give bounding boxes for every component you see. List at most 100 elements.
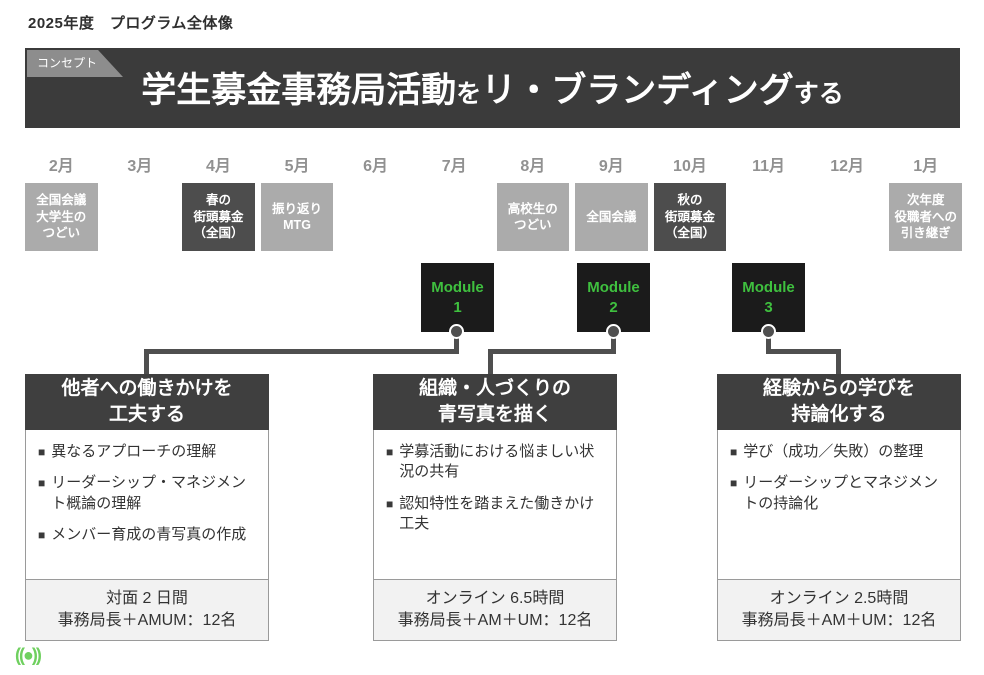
month-label-feb: 2月	[48, 158, 74, 175]
card-2-title: 組織・人づくりの 青写真を描く	[373, 374, 617, 430]
card-3-footer: オンライン 2.5時間 事務局長＋AM＋UM：12名	[717, 579, 961, 641]
event-line: 全国会議	[586, 209, 637, 224]
event-highschool-gathering: 高校生の つどい	[496, 183, 570, 251]
card-1-title-line: 工夫する	[108, 404, 185, 425]
card-2-body: ■ 学募活動における悩ましい状況の共有 ■ 認知特性を踏まえた働きかけ工夫	[373, 430, 617, 579]
event-review-mtg: 振り返り MTG	[260, 183, 334, 251]
card-1-footer: 対面 2 日間 事務局長＋AMUM：12名	[25, 579, 269, 641]
month-label-jan: 1月	[913, 158, 939, 175]
module-3-label: Module	[742, 279, 795, 296]
connector-module-2	[488, 349, 493, 375]
bullet-item: ■リーダーシップとマネジメントの持論化	[730, 473, 950, 514]
event-national-meeting-univ: 全国会議 大学生の つどい	[25, 183, 98, 251]
event-line: 街頭募金	[664, 209, 715, 224]
event-line: つどい	[42, 226, 81, 241]
event-line: 役職者への	[894, 209, 957, 224]
month-label-apr: 4月	[206, 158, 231, 175]
card-3-title-line: 持論化する	[791, 404, 887, 425]
module-1-box: Module 1	[421, 263, 494, 332]
square-bullet-icon: ■	[38, 445, 46, 459]
bullet-text: 認知特性を踏まえた働きかけ工夫	[399, 494, 595, 532]
event-autumn-street-fundraising: 秋の 街頭募金 （全国）	[653, 183, 727, 251]
square-bullet-icon: ■	[38, 527, 46, 542]
bullet-text: メンバー育成の青写真の作成	[51, 525, 247, 543]
square-bullet-icon: ■	[386, 496, 394, 511]
event-national-meeting: 全国会議	[575, 183, 648, 251]
module-1-label: Module	[431, 279, 484, 296]
card-3-footer-line: 事務局長＋AM＋UM：12名	[741, 612, 937, 629]
bullet-text: リーダーシップ・マネジメント概論の理解	[51, 474, 246, 512]
module-1-number: 1	[453, 298, 462, 316]
event-line: 引き継ぎ	[900, 226, 951, 241]
month-label-may: 5月	[284, 158, 310, 175]
event-line: 大学生の	[36, 209, 87, 224]
bullet-item: ■ 学募活動における悩ましい状況の共有	[386, 442, 606, 483]
page-title: 2025年度 プログラム全体像	[28, 15, 234, 32]
connector-module-1	[454, 332, 459, 352]
card-3-title-line: 経験からの学びを	[762, 378, 915, 400]
module-3-number: 3	[764, 298, 773, 316]
concept-banner: コンセプト 学生募金事務局活動をリ・ブランディングする	[25, 48, 960, 128]
event-spring-street-fundraising: 春の 街頭募金 （全国）	[182, 183, 255, 251]
event-line: 高校生の	[507, 201, 558, 216]
event-line: つどい	[514, 218, 552, 232]
card-2-title-line: 青写真を描く	[437, 404, 552, 425]
event-line: 街頭募金	[193, 209, 244, 224]
bullet-item: ■ 認知特性を踏まえた働きかけ工夫	[386, 494, 606, 535]
card-2-footer-line: 事務局長＋AM＋UM：12名	[397, 612, 593, 629]
month-label-nov: 11月	[752, 158, 785, 175]
timeline-month-row: 2月 3月 4月 5月 6月 7月 8月 9月 10月 11月 12月 1月	[25, 152, 962, 176]
banner-title-particle-1: を	[456, 79, 482, 108]
connector-module-3	[766, 349, 841, 354]
card-3-title: 経験からの学びを 持論化する	[717, 374, 961, 430]
event-handover-next-year: 次年度 役職者への 引き継ぎ	[889, 183, 962, 251]
event-line: 春の	[205, 193, 231, 208]
connector-module-2	[488, 349, 616, 354]
card-2-title-line: 組織・人づくりの	[418, 378, 571, 400]
connector-dot-icon	[606, 324, 621, 339]
card-3-footer-line: オンライン 2.5時間	[769, 589, 909, 607]
event-line: 振り返り	[272, 201, 323, 216]
banner-title: 学生募金事務局活動をリ・ブランディングする	[141, 69, 844, 108]
bullet-item: ■リーダーシップ・マネジメント概論の理解	[38, 473, 258, 514]
card-1-title: 他者への働きかけを 工夫する	[25, 374, 269, 430]
event-line: 全国会議	[36, 193, 87, 208]
bullet-item: ■ メンバー育成の青写真の作成	[38, 525, 258, 545]
bullet-item: ■ 学び（成功／失敗）の整理	[730, 442, 950, 462]
connector-dot-icon	[761, 324, 776, 339]
bullet-text: 学び（成功／失敗）の整理	[743, 443, 924, 460]
organization-logo-icon: ((●))	[15, 645, 42, 665]
module-2-label: Module	[587, 279, 640, 296]
connector-module-1	[144, 349, 459, 354]
timeline-event-row: 全国会議 大学生の つどい 春の 街頭募金 （全国） 振り返り MTG 高校生の…	[25, 183, 962, 251]
month-label-mar: 3月	[127, 158, 153, 175]
square-bullet-icon: ■	[730, 445, 738, 459]
month-label-jun: 6月	[363, 158, 389, 175]
square-bullet-icon: ■	[730, 476, 738, 491]
square-bullet-icon: ■	[386, 445, 394, 459]
bullet-text: 学募活動における悩ましい状況の共有	[399, 443, 595, 481]
month-label-sep: 9月	[598, 158, 624, 175]
connector-dot-icon	[449, 324, 464, 339]
month-label-dec: 12月	[830, 158, 865, 175]
month-label-oct: 10月	[673, 158, 707, 175]
module-3-box: Module 3	[732, 263, 805, 332]
month-label-aug: 8月	[520, 158, 546, 175]
card-2-footer-line: オンライン 6.5時間	[425, 589, 565, 607]
card-1-footer-line: 対面 2 日間	[106, 589, 188, 607]
concept-tag: コンセプト	[27, 50, 123, 77]
card-module-1: 他者への働きかけを 工夫する ■異なるアプローチの理解 ■リーダーシップ・マネジ…	[25, 374, 269, 641]
connector-module-3	[766, 332, 771, 352]
banner-title-particle-2: する	[793, 79, 844, 108]
event-line: 次年度	[906, 193, 945, 208]
connector-module-3	[836, 349, 841, 375]
event-line: MTG	[283, 218, 311, 232]
banner-title-main-2: リ・ブランディング	[481, 70, 794, 110]
connector-module-1	[144, 349, 149, 375]
card-2-footer: オンライン 6.5時間 事務局長＋AM＋UM：12名	[373, 579, 617, 641]
card-module-3: 経験からの学びを 持論化する ■ 学び（成功／失敗）の整理 ■リーダーシップとマネ…	[717, 374, 961, 641]
event-line: 秋の	[677, 193, 703, 208]
connector-module-2	[611, 332, 616, 352]
module-2-box: Module 2	[577, 263, 650, 332]
